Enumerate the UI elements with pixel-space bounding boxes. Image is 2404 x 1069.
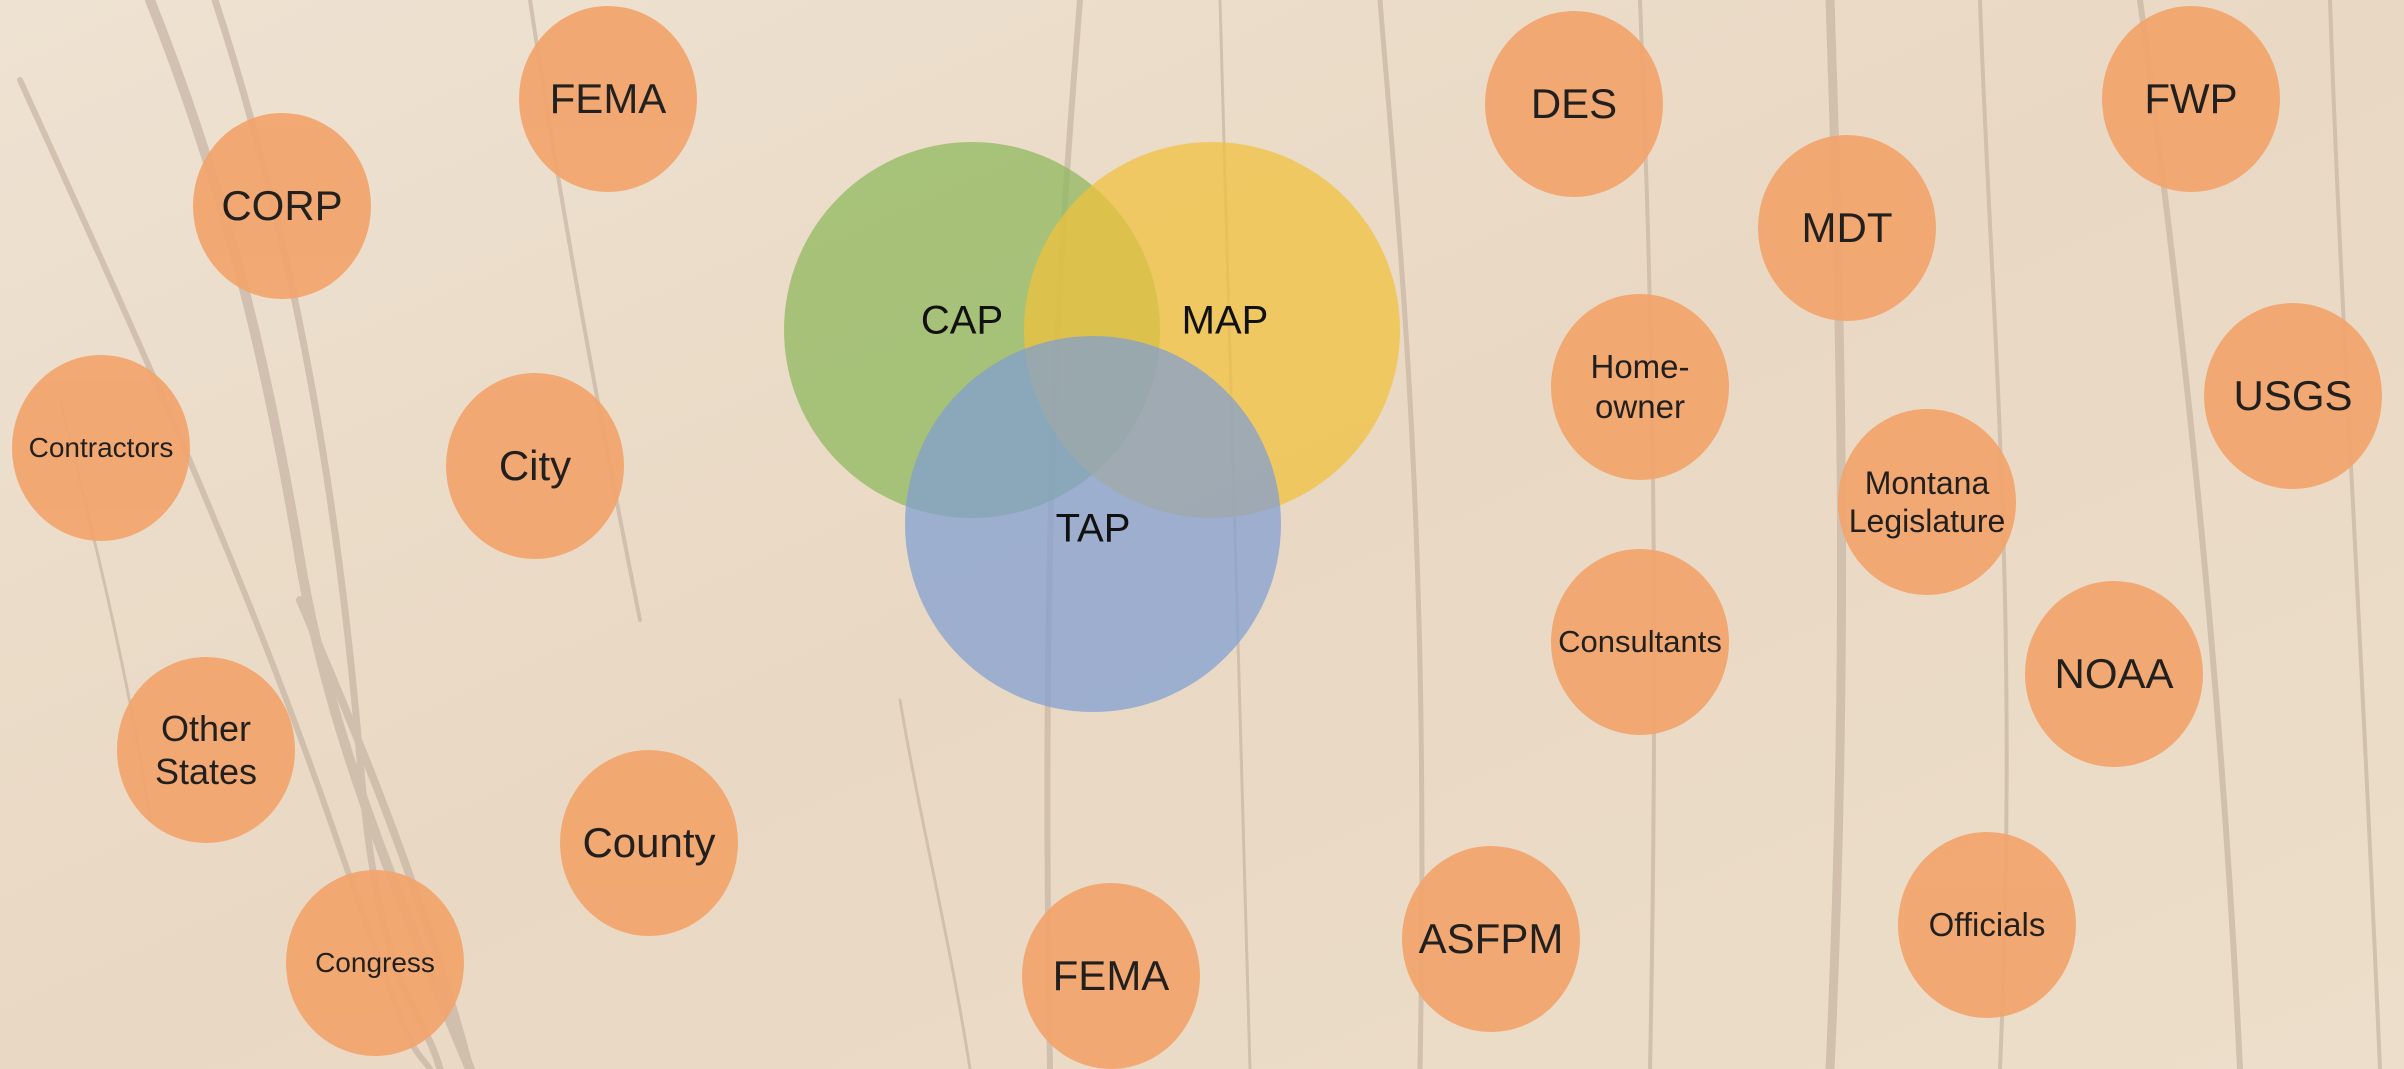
bubble-label: Congress bbox=[315, 947, 435, 979]
bubble-congress: Congress bbox=[286, 870, 464, 1056]
bubble-label: DES bbox=[1530, 79, 1618, 127]
bubble-corp: CORP bbox=[193, 113, 371, 299]
bubble-fema-bottom: FEMA bbox=[1022, 883, 1200, 1069]
bubble-officials: Officials bbox=[1898, 832, 2076, 1018]
bubble-label: FWP bbox=[2144, 74, 2238, 122]
bubble-asfpm: ASFPM bbox=[1402, 846, 1580, 1032]
bubble-montana-legislature: Montana Legislature bbox=[1838, 409, 2016, 595]
venn-label-map: MAP bbox=[1181, 298, 1269, 343]
venn-label-tap: TAP bbox=[1055, 506, 1131, 551]
bubble-des: DES bbox=[1485, 11, 1663, 197]
venn-circle-tap bbox=[905, 336, 1281, 712]
bubble-homeowner: Home-owner bbox=[1551, 294, 1729, 480]
bubble-label: County bbox=[582, 818, 716, 866]
bubble-fema-top: FEMA bbox=[519, 6, 697, 192]
bubble-other-states: Other States bbox=[117, 657, 295, 843]
bubble-label: Contractors bbox=[28, 432, 174, 464]
bubble-label: Officials bbox=[1928, 906, 2046, 944]
bubble-label: Other States bbox=[154, 707, 258, 792]
bubble-fwp: FWP bbox=[2102, 6, 2280, 192]
bubble-label: NOAA bbox=[2054, 649, 2174, 697]
bubble-label: Consultants bbox=[1558, 624, 1722, 660]
bubble-label: MDT bbox=[1801, 203, 1893, 251]
bubble-label: CORP bbox=[221, 181, 343, 229]
bubble-usgs: USGS bbox=[2204, 303, 2382, 489]
bubble-label: USGS bbox=[2233, 371, 2353, 419]
venn-label-cap: CAP bbox=[920, 298, 1004, 343]
bubble-county: County bbox=[560, 750, 738, 936]
bubble-contractors: Contractors bbox=[12, 355, 190, 541]
bubble-consultants: Consultants bbox=[1551, 549, 1729, 735]
bubble-label: City bbox=[498, 441, 572, 489]
bubble-label: FEMA bbox=[549, 74, 667, 122]
bubble-noaa: NOAA bbox=[2025, 581, 2203, 767]
bubble-label: FEMA bbox=[1052, 951, 1170, 999]
bubble-label: Montana Legislature bbox=[1848, 464, 2006, 539]
bubble-label: Home-owner bbox=[1590, 348, 1690, 425]
bubble-label: ASFPM bbox=[1418, 914, 1564, 962]
bubble-city: City bbox=[446, 373, 624, 559]
bubble-mdt: MDT bbox=[1758, 135, 1936, 321]
